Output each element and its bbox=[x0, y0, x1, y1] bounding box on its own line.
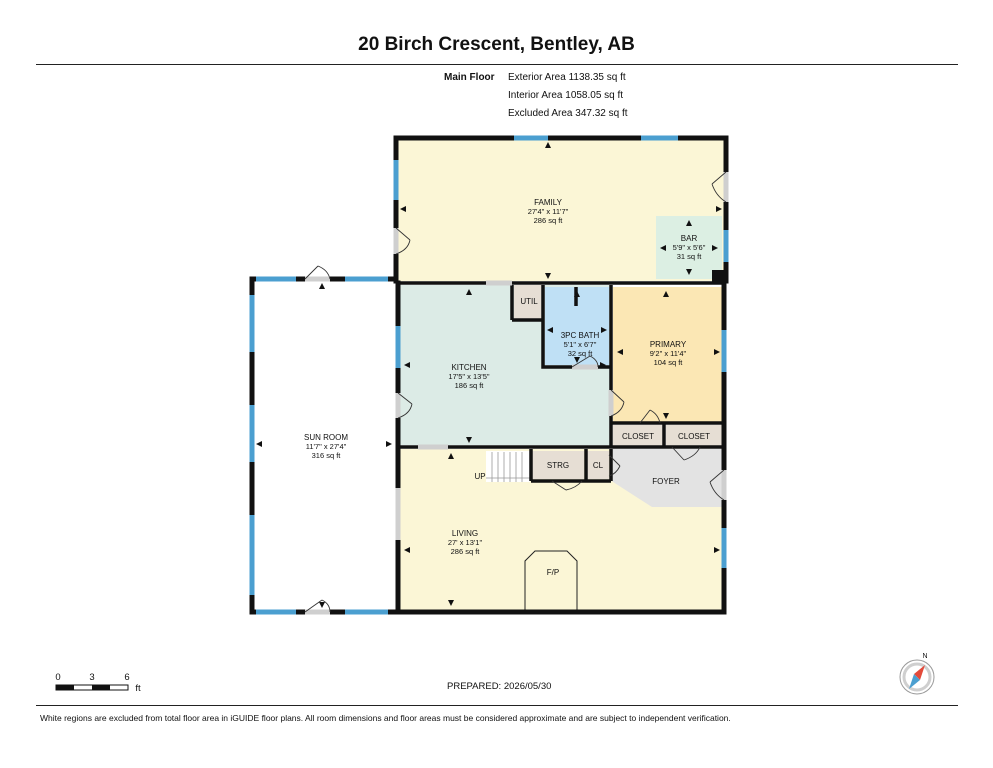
bar-name: BAR bbox=[681, 234, 698, 243]
bar-area: 31 sq ft bbox=[677, 252, 703, 261]
bar-dims: 5'9" x 5'6" bbox=[673, 243, 706, 252]
family-area: 286 sq ft bbox=[534, 216, 564, 225]
stairs bbox=[486, 451, 530, 482]
scale-bar: 0 3 6 ft bbox=[55, 672, 141, 694]
compass-icon: N bbox=[899, 653, 935, 695]
util-room bbox=[514, 285, 542, 319]
page-title: 20 Birch Crescent, Bentley, AB bbox=[358, 34, 635, 55]
floor-name: Main Floor bbox=[444, 72, 495, 83]
scale-tick-0: 0 bbox=[55, 672, 60, 683]
living-name: LIVING bbox=[452, 529, 478, 538]
wall-column bbox=[712, 270, 724, 282]
family-dims: 27'4" x 11'7" bbox=[528, 207, 569, 216]
sunroom-name: SUN ROOM bbox=[304, 433, 348, 442]
foyer-area bbox=[610, 449, 723, 507]
cl-room bbox=[587, 451, 609, 479]
sun-room bbox=[252, 279, 396, 612]
windows bbox=[249, 135, 729, 615]
kitchen-name: KITCHEN bbox=[451, 363, 486, 372]
kitchen-dims: 17'5" x 13'5" bbox=[448, 372, 489, 381]
bath-name: 3PC BATH bbox=[561, 331, 600, 340]
cl-label: CL bbox=[593, 461, 604, 470]
util-label: UTIL bbox=[520, 297, 538, 306]
door-openings bbox=[305, 172, 729, 615]
footer-divider bbox=[36, 705, 958, 706]
foyer-label: FOYER bbox=[652, 477, 680, 486]
fireplace-label: F/P bbox=[547, 568, 559, 577]
compass-north: N bbox=[922, 653, 927, 660]
living-area: 286 sq ft bbox=[451, 547, 481, 556]
interior-walls bbox=[398, 281, 724, 483]
footer-disclaimer: White regions are excluded from total fl… bbox=[40, 713, 731, 723]
scale-tick-6: 6 bbox=[124, 672, 129, 683]
fireplace bbox=[524, 550, 578, 611]
dimension-markers bbox=[256, 142, 722, 608]
interior-area: Interior Area 1058.05 sq ft bbox=[508, 90, 624, 101]
closet-1 bbox=[613, 425, 663, 447]
excluded-area: Excluded Area 347.32 sq ft bbox=[508, 108, 628, 119]
primary-room bbox=[613, 287, 723, 422]
family-name: FAMILY bbox=[534, 198, 563, 207]
exterior-area: Exterior Area 1138.35 sq ft bbox=[508, 72, 626, 83]
sunroom-area: 316 sq ft bbox=[312, 451, 342, 460]
bar-room bbox=[656, 216, 722, 279]
closet-1-label: CLOSET bbox=[622, 432, 654, 441]
storage-room bbox=[532, 451, 584, 479]
prepared-date: PREPARED: 2026/05/30 bbox=[447, 681, 552, 692]
bath-dims: 5'1" x 6'7" bbox=[564, 340, 597, 349]
scale-tick-3: 3 bbox=[89, 672, 94, 683]
closet-2 bbox=[666, 425, 722, 447]
header-divider bbox=[36, 64, 958, 65]
closet-2-label: CLOSET bbox=[678, 432, 710, 441]
bath-area: 32 sq ft bbox=[568, 349, 594, 358]
stairs-up-label: UP bbox=[474, 472, 485, 481]
stair-treads bbox=[486, 452, 530, 482]
sunroom-dims: 11'7" x 27'4" bbox=[306, 442, 347, 451]
primary-name: PRIMARY bbox=[650, 340, 687, 349]
primary-area: 104 sq ft bbox=[654, 358, 684, 367]
scale-unit: ft bbox=[135, 683, 141, 694]
primary-dims: 9'2" x 11'4" bbox=[650, 349, 687, 358]
living-dims: 27' x 13'1" bbox=[448, 538, 483, 547]
door-swings bbox=[304, 171, 727, 613]
kitchen-area: 186 sq ft bbox=[455, 381, 485, 390]
strg-label: STRG bbox=[547, 461, 569, 470]
